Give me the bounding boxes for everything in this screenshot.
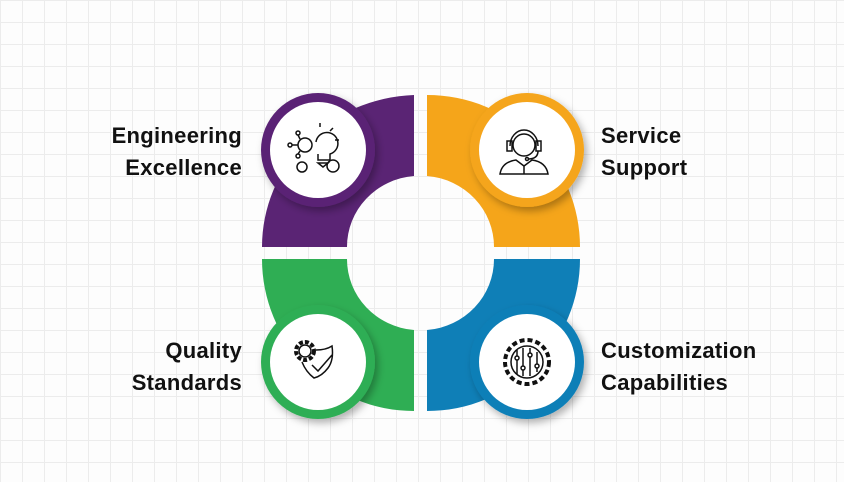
label-line: Quality (165, 338, 242, 363)
label-line: Excellence (125, 155, 242, 180)
label-line: Engineering (111, 123, 242, 148)
label-line: Capabilities (601, 370, 729, 395)
label-quality-standards: Quality Standards (132, 335, 242, 399)
lightbulb-gears-icon (287, 123, 340, 173)
label-customization-capabilities: Customization Capabilities (601, 335, 756, 399)
label-line: Service (601, 123, 682, 148)
gear-sliders-icon (503, 338, 551, 386)
label-line: Standards (131, 370, 242, 395)
label-service-support: Service Support (601, 120, 687, 184)
headset-agent-icon (499, 129, 549, 175)
label-engineering-excellence: Engineering Excellence (112, 120, 242, 184)
label-line: Support (601, 155, 688, 180)
label-line: Customization (601, 338, 757, 363)
gear-shield-check-icon (294, 340, 334, 379)
